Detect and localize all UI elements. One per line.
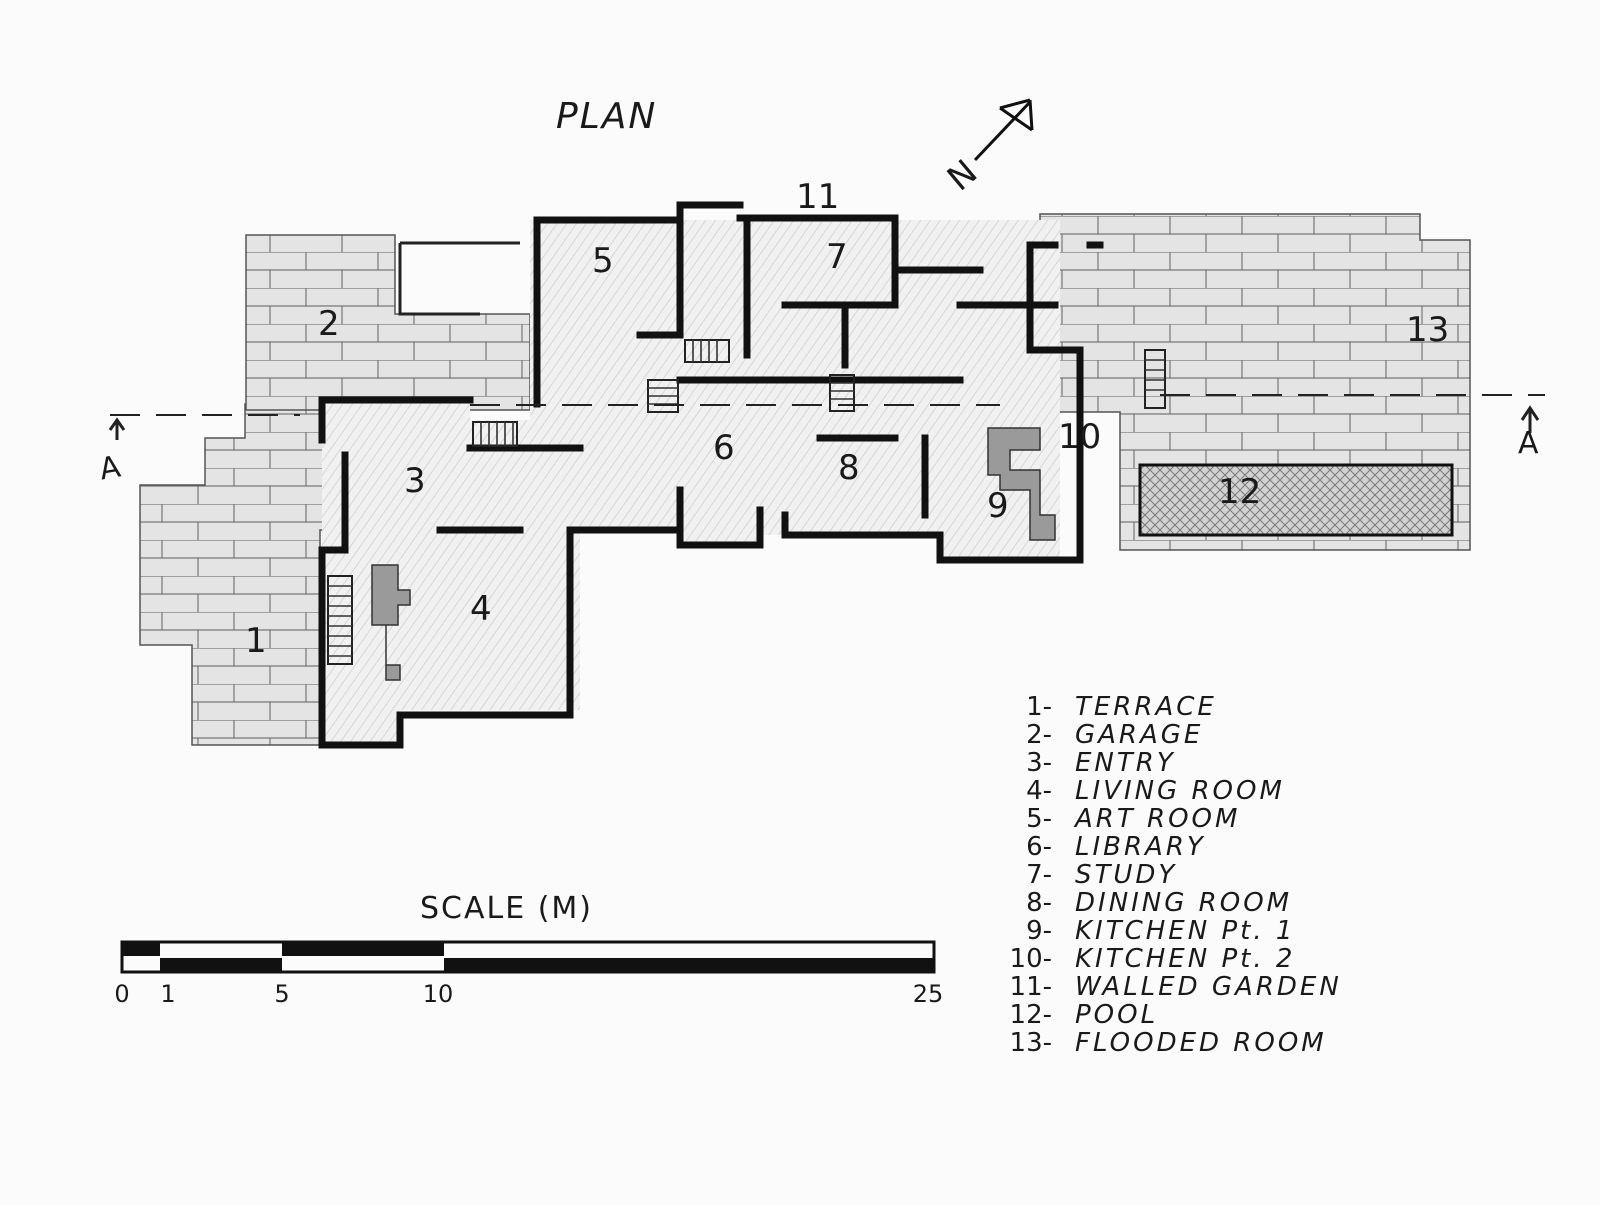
legend-number: 13- <box>1010 1028 1052 1058</box>
scale-tick-label: 25 <box>913 980 944 1008</box>
legend-label: ENTRY <box>1075 748 1176 778</box>
legend-label: KITCHEN Pt. 2 <box>1075 944 1295 974</box>
room-number-12: 12 <box>1218 472 1261 512</box>
legend-label: POOL <box>1075 1000 1158 1030</box>
room-number-4: 4 <box>470 589 492 629</box>
legend-label: LIBRARY <box>1075 832 1206 862</box>
legend-label: LIVING ROOM <box>1075 776 1285 806</box>
scale-ticks: 0 1 5 10 25 <box>114 980 943 1008</box>
legend-label: WALLED GARDEN <box>1075 972 1342 1002</box>
legend-label: KITCHEN Pt. 1 <box>1075 916 1295 946</box>
legend-label: STUDY <box>1075 860 1177 890</box>
legend-number: 5- <box>1026 804 1052 834</box>
room-number-2: 2 <box>318 304 340 344</box>
legend: 1- TERRACE 2- GARAGE 3- ENTRY 4- LIVING ROOM 5- A… <box>1010 692 1342 1058</box>
scale-bar <box>120 940 936 974</box>
north-label: N <box>940 152 985 199</box>
room-number-7: 7 <box>826 237 848 277</box>
legend-label: ART ROOM <box>1073 804 1240 834</box>
legend-label: DINING ROOM <box>1075 888 1292 918</box>
legend-label: TERRACE <box>1075 692 1217 722</box>
legend-number: 7- <box>1026 860 1052 890</box>
room-number-1: 1 <box>245 621 267 661</box>
legend-number: 12- <box>1010 1000 1052 1030</box>
stairs <box>327 339 1166 665</box>
section-marker-left: A <box>97 449 124 487</box>
pool <box>1138 463 1454 537</box>
legend-number: 3- <box>1026 748 1052 778</box>
legend-number: 4- <box>1026 776 1052 806</box>
scale-tick-label: 5 <box>274 980 289 1008</box>
scale-tick-label: 1 <box>160 980 175 1008</box>
room-number-3: 3 <box>404 461 426 501</box>
page-title: PLAN <box>556 96 657 137</box>
legend-number: 10- <box>1010 944 1052 974</box>
legend-label: FLOODED ROOM <box>1075 1028 1327 1058</box>
room-number-6: 6 <box>713 428 735 468</box>
room-number-11: 11 <box>796 177 839 217</box>
legend-number: 11- <box>1010 972 1052 1002</box>
section-line <box>108 394 1545 440</box>
interior-floor <box>322 220 1060 745</box>
garage-area <box>245 234 531 411</box>
legend-number: 6- <box>1026 832 1052 862</box>
fireplace <box>371 564 411 681</box>
room-number-10: 10 <box>1058 417 1101 457</box>
room-number-9: 9 <box>987 486 1009 526</box>
terrace-area <box>139 403 346 746</box>
walls <box>318 201 1104 749</box>
room-number-8: 8 <box>838 448 860 488</box>
legend-label: GARAGE <box>1075 720 1203 750</box>
room-number-5: 5 <box>592 241 614 281</box>
scale-tick-label: 0 <box>114 980 129 1008</box>
scale-tick-label: 10 <box>423 980 454 1008</box>
section-marker-right: A <box>1518 426 1539 461</box>
legend-number: 8- <box>1026 888 1052 918</box>
legend-number: 1- <box>1026 692 1052 722</box>
kitchen-island <box>987 427 1056 541</box>
scale-title: SCALE (M) <box>420 891 593 926</box>
room-number-13: 13 <box>1406 310 1449 350</box>
north-arrow-icon: N <box>940 98 1034 199</box>
legend-number: 2- <box>1026 720 1052 750</box>
legend-number: 9- <box>1026 916 1052 946</box>
